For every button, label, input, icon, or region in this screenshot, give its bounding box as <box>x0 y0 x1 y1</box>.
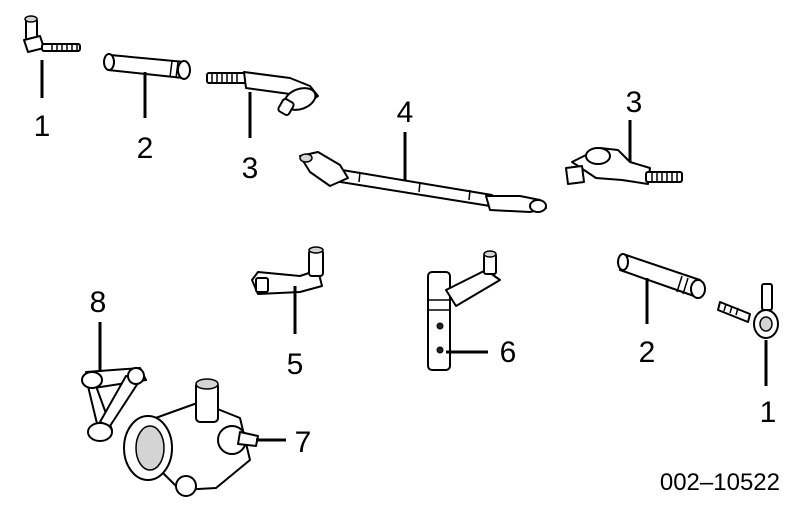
callout-3-top-left: 3 <box>242 152 259 185</box>
callout-8: 8 <box>90 286 107 319</box>
part-6-idler-arm <box>427 250 501 371</box>
part-3-tie-rod-end-right <box>565 147 683 185</box>
part-2-sleeve-top <box>103 53 191 80</box>
callout-5: 5 <box>287 348 304 381</box>
callout-1-right: 1 <box>760 396 777 429</box>
catalog-number: 002–10522 <box>660 469 780 496</box>
callout-7: 7 <box>295 426 312 459</box>
part-8-bracket <box>81 367 147 442</box>
part-1-tie-rod-end-right <box>717 283 779 339</box>
part-1-tie-rod-end-top <box>23 15 81 53</box>
callout-3-top-right: 3 <box>626 86 643 119</box>
leader-lines <box>40 60 768 442</box>
callout-2-right: 2 <box>639 336 656 369</box>
part-5-pitman-arm <box>251 246 324 295</box>
callout-6: 6 <box>500 336 517 369</box>
part-2-sleeve-right <box>617 253 706 299</box>
callout-4: 4 <box>397 96 414 129</box>
callout-1-top: 1 <box>34 110 51 143</box>
part-3-tie-rod-end-left <box>206 71 319 116</box>
callout-2-top: 2 <box>137 132 154 165</box>
part-4-drag-link <box>299 151 547 213</box>
part-7-steering-gear <box>123 378 259 497</box>
